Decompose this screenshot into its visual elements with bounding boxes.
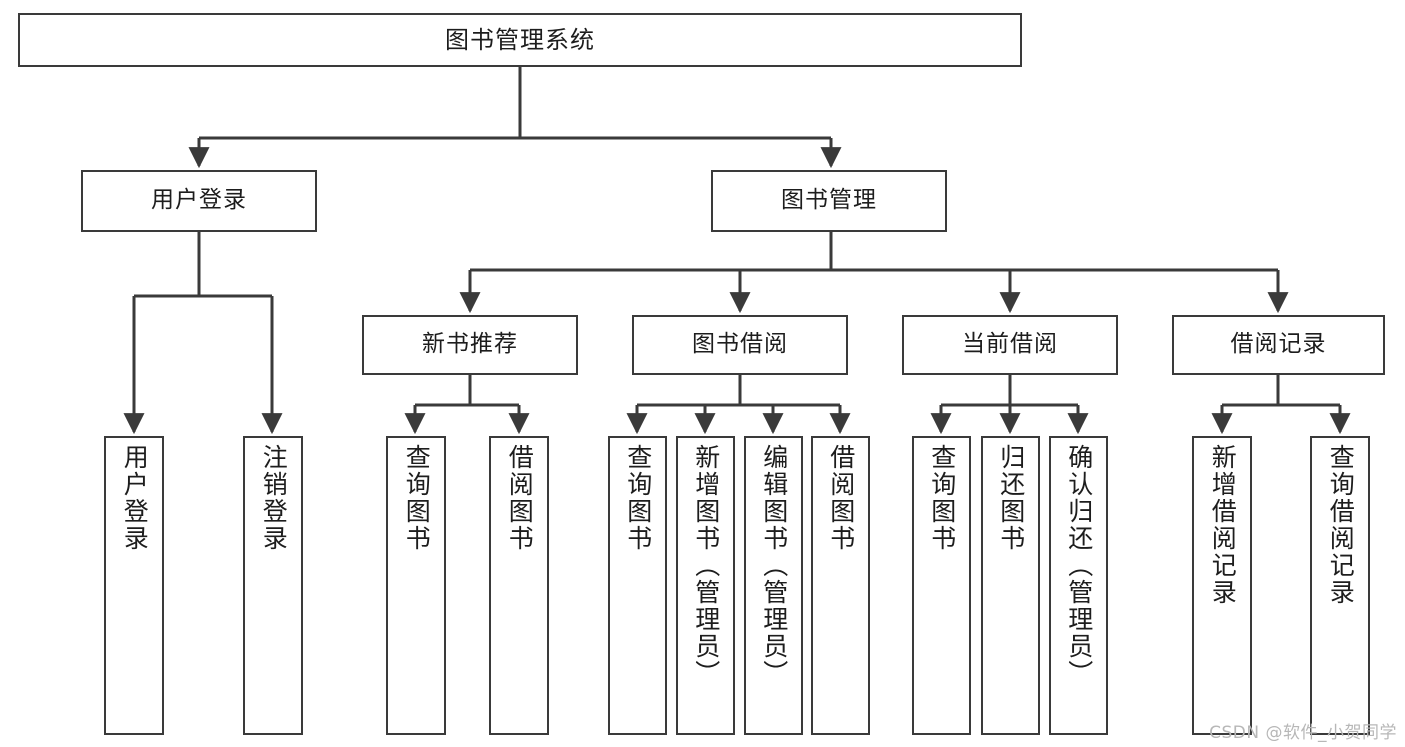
node-leaf-confirm-return[interactable]: 确认归还（管理员）	[1049, 436, 1108, 735]
node-leaf-query-record[interactable]: 查询借阅记录	[1310, 436, 1370, 735]
node-leaf-query-book-2-label: 查询图书	[623, 444, 653, 552]
node-current-borrow[interactable]: 当前借阅	[902, 315, 1118, 375]
node-book-manage-label: 图书管理	[781, 187, 877, 214]
node-leaf-add-book[interactable]: 新增图书（管理员）	[676, 436, 735, 735]
node-leaf-confirm-return-label: 确认归还（管理员）	[1064, 444, 1094, 687]
node-leaf-borrow-book-2-label: 借阅图书	[826, 444, 856, 552]
node-book-borrow[interactable]: 图书借阅	[632, 315, 848, 375]
node-leaf-query-record-label: 查询借阅记录	[1326, 444, 1356, 606]
node-leaf-edit-book[interactable]: 编辑图书（管理员）	[744, 436, 803, 735]
node-user-login-label: 用户登录	[151, 187, 247, 214]
node-leaf-borrow-book-1-label: 借阅图书	[505, 444, 535, 552]
node-new-book-recommend[interactable]: 新书推荐	[362, 315, 578, 375]
node-new-book-recommend-label: 新书推荐	[422, 331, 518, 358]
node-leaf-query-book-1[interactable]: 查询图书	[386, 436, 446, 735]
node-leaf-return-book-label: 归还图书	[996, 444, 1026, 552]
node-leaf-query-book-3-label: 查询图书	[927, 444, 957, 552]
node-leaf-query-book-3[interactable]: 查询图书	[912, 436, 971, 735]
node-root[interactable]: 图书管理系统	[18, 13, 1022, 67]
node-root-label: 图书管理系统	[445, 25, 595, 54]
node-leaf-user-login[interactable]: 用户登录	[104, 436, 164, 735]
node-user-login[interactable]: 用户登录	[81, 170, 317, 232]
node-leaf-edit-book-label: 编辑图书（管理员）	[759, 444, 789, 687]
node-leaf-add-book-label: 新增图书（管理员）	[691, 444, 721, 687]
node-borrow-record[interactable]: 借阅记录	[1172, 315, 1385, 375]
node-current-borrow-label: 当前借阅	[962, 331, 1058, 358]
node-leaf-user-login-label: 用户登录	[120, 444, 150, 552]
node-leaf-query-book-2[interactable]: 查询图书	[608, 436, 667, 735]
node-book-borrow-label: 图书借阅	[692, 331, 788, 358]
node-leaf-add-record-label: 新增借阅记录	[1208, 444, 1238, 606]
node-leaf-borrow-book-1[interactable]: 借阅图书	[489, 436, 549, 735]
node-book-manage[interactable]: 图书管理	[711, 170, 947, 232]
node-leaf-query-book-1-label: 查询图书	[402, 444, 432, 552]
watermark-text: CSDN @软件_小贺同学	[1209, 723, 1397, 743]
node-leaf-user-logout[interactable]: 注销登录	[243, 436, 303, 735]
node-borrow-record-label: 借阅记录	[1230, 331, 1327, 358]
node-leaf-borrow-book-2[interactable]: 借阅图书	[811, 436, 870, 735]
node-leaf-user-logout-label: 注销登录	[259, 444, 289, 552]
node-leaf-return-book[interactable]: 归还图书	[981, 436, 1040, 735]
node-leaf-add-record[interactable]: 新增借阅记录	[1192, 436, 1252, 735]
